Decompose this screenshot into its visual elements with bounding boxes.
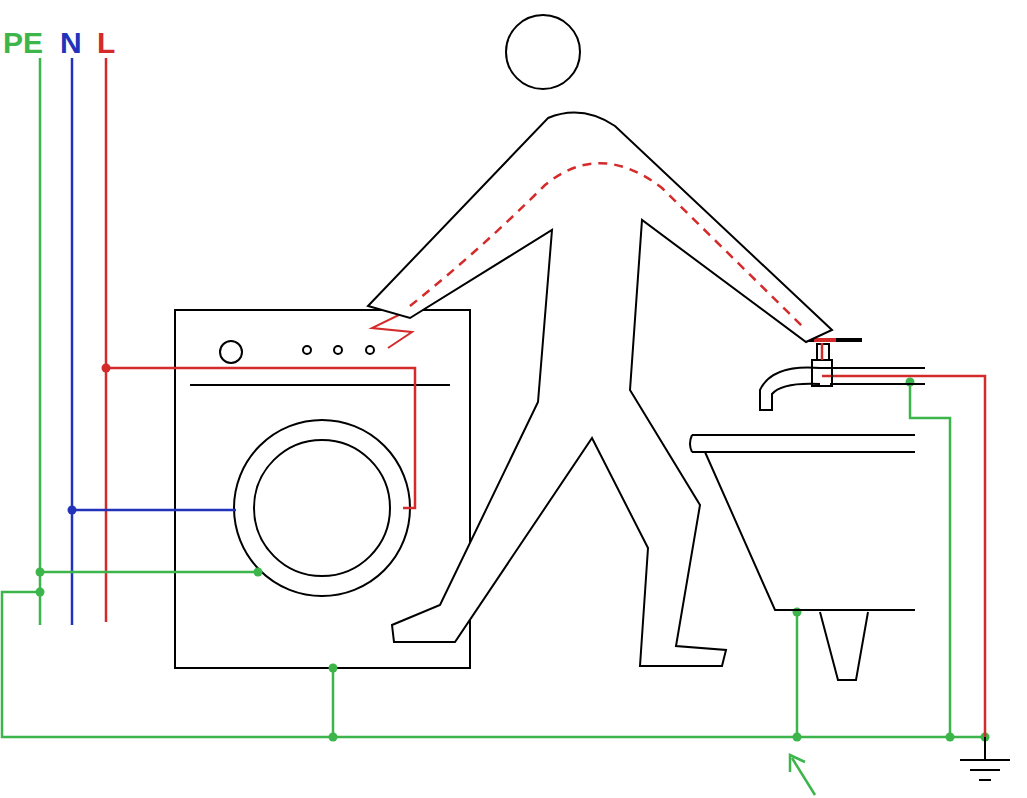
pointer-arrow — [790, 755, 815, 795]
conductor-label: PE — [3, 28, 43, 58]
l-conductor — [105, 58, 108, 622]
l-wire — [106, 368, 415, 508]
junction-dot — [68, 506, 77, 515]
n-wire — [72, 509, 236, 512]
junction-dot — [102, 364, 111, 373]
fault-path — [822, 376, 985, 737]
water-tap — [760, 340, 925, 410]
live-handle — [821, 343, 824, 360]
conductor-label: L — [97, 28, 115, 58]
conductor-label: N — [60, 28, 82, 58]
person-figure — [368, 15, 832, 666]
earth-symbol — [960, 737, 1010, 780]
junction-dots — [36, 378, 990, 742]
pe-conductor — [39, 58, 42, 625]
bathtub — [690, 435, 915, 680]
live-handle — [814, 338, 836, 342]
n-conductor — [71, 58, 74, 625]
